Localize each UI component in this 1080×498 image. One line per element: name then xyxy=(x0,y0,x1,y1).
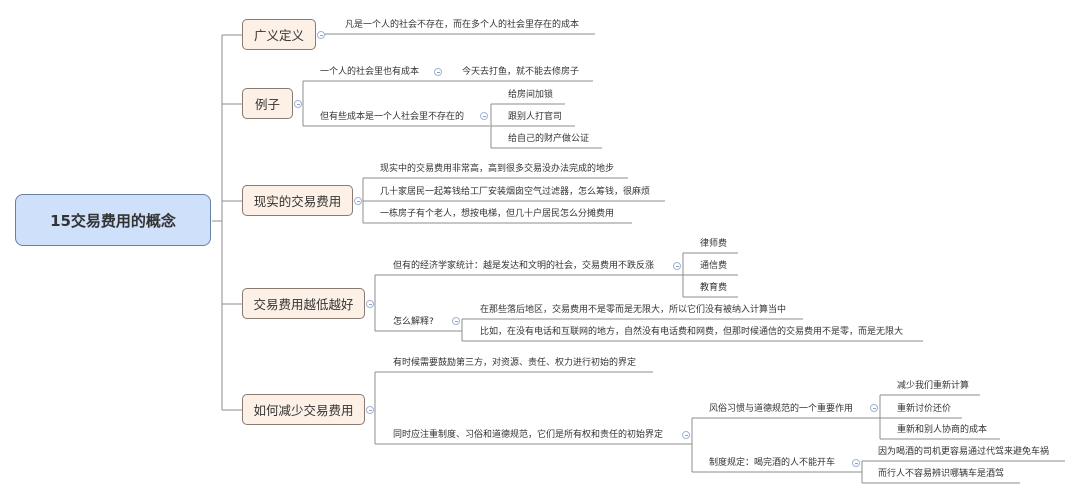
example-child[interactable]: 给自己的财产做公证 xyxy=(508,134,590,144)
collapse-toggle-icon[interactable] xyxy=(682,431,690,439)
reality-item[interactable]: 现实中的交易费用非常高，高到很多交易没办法完成的地步 xyxy=(380,164,615,174)
explanation-item[interactable]: 在那些落后地区，交易费用不是零而是无限大，所以它们没有被纳入计算当中 xyxy=(480,305,787,315)
root-node[interactable]: 15交易费用的概念 xyxy=(15,194,211,246)
explanation-item[interactable]: 比如，在没有电话和互联网的地方，自然没有电话费和网费，但那时候通信的交易费用不是… xyxy=(480,327,904,337)
collapse-toggle-icon[interactable] xyxy=(673,262,681,270)
reduce-item[interactable]: 有时候需要鼓励第三方，对资源、责任、权力进行初始的界定 xyxy=(393,358,637,368)
node-reality[interactable]: 现实的交易费用 xyxy=(242,185,353,216)
example-item[interactable]: 一个人的社会里也有成本 xyxy=(320,67,420,77)
example-child[interactable]: 跟别人打官司 xyxy=(508,112,563,122)
reality-item[interactable]: 几十家居民一起筹钱给工厂安装烟囱空气过滤器，怎么筹钱，很麻烦 xyxy=(380,187,651,197)
collapse-toggle-icon[interactable] xyxy=(852,459,860,467)
example-item[interactable]: 但有些成本是一个人社会里不存在的 xyxy=(320,112,465,122)
collapse-toggle-icon[interactable] xyxy=(354,197,362,205)
collapse-toggle-icon[interactable] xyxy=(294,100,302,108)
reduce-sub-item[interactable]: 制度规定：喝完酒的人不能开车 xyxy=(709,458,836,468)
node-reduce[interactable]: 如何减少交易费用 xyxy=(242,394,365,425)
example-child[interactable]: 今天去打鱼，就不能去修房子 xyxy=(462,67,580,77)
reduce-item[interactable]: 同时应注重制度、习俗和道德规范，它们是所有权和责任的初始界定 xyxy=(393,430,664,440)
custom-effect-item[interactable]: 重新和别人协商的成本 xyxy=(897,425,988,435)
rule-reason-item[interactable]: 而行人不容易辨识哪辆车是酒驾 xyxy=(878,469,1005,479)
node-examples[interactable]: 例子 xyxy=(242,88,293,119)
collapse-toggle-icon[interactable] xyxy=(317,31,325,39)
collapse-toggle-icon[interactable] xyxy=(366,300,374,308)
collapse-toggle-icon[interactable] xyxy=(480,112,488,120)
custom-effect-item[interactable]: 重新讨价还价 xyxy=(897,404,952,414)
definition-text[interactable]: 凡是一个人的社会不存在，而在多个人的社会里存在的成本 xyxy=(345,20,580,30)
lower-better-item[interactable]: 但有的经济学家统计：越是发达和文明的社会，交易费用不跌反涨 xyxy=(393,261,655,271)
node-definition[interactable]: 广义定义 xyxy=(242,19,316,50)
example-child[interactable]: 给房间加锁 xyxy=(508,90,554,100)
collapse-toggle-icon[interactable] xyxy=(870,404,878,412)
rule-reason-item[interactable]: 因为喝酒的司机更容易通过代驾来避免车祸 xyxy=(878,447,1050,457)
collapse-toggle-icon[interactable] xyxy=(452,317,460,325)
lower-better-item[interactable]: 怎么解释? xyxy=(393,317,434,327)
reduce-sub-item[interactable]: 风俗习惯与道德规范的一个重要作用 xyxy=(709,404,854,414)
reality-item[interactable]: 一栋房子有个老人，想按电梯，但几十户居民怎么分摊费用 xyxy=(380,209,615,219)
cost-type-item[interactable]: 通信费 xyxy=(700,261,728,271)
collapse-toggle-icon[interactable] xyxy=(366,406,374,414)
node-lower-better[interactable]: 交易费用越低越好 xyxy=(242,288,365,319)
cost-type-item[interactable]: 律师费 xyxy=(700,239,728,249)
collapse-toggle-icon[interactable] xyxy=(434,68,442,76)
custom-effect-item[interactable]: 减少我们重新计算 xyxy=(897,381,970,391)
cost-type-item[interactable]: 教育费 xyxy=(700,283,728,293)
